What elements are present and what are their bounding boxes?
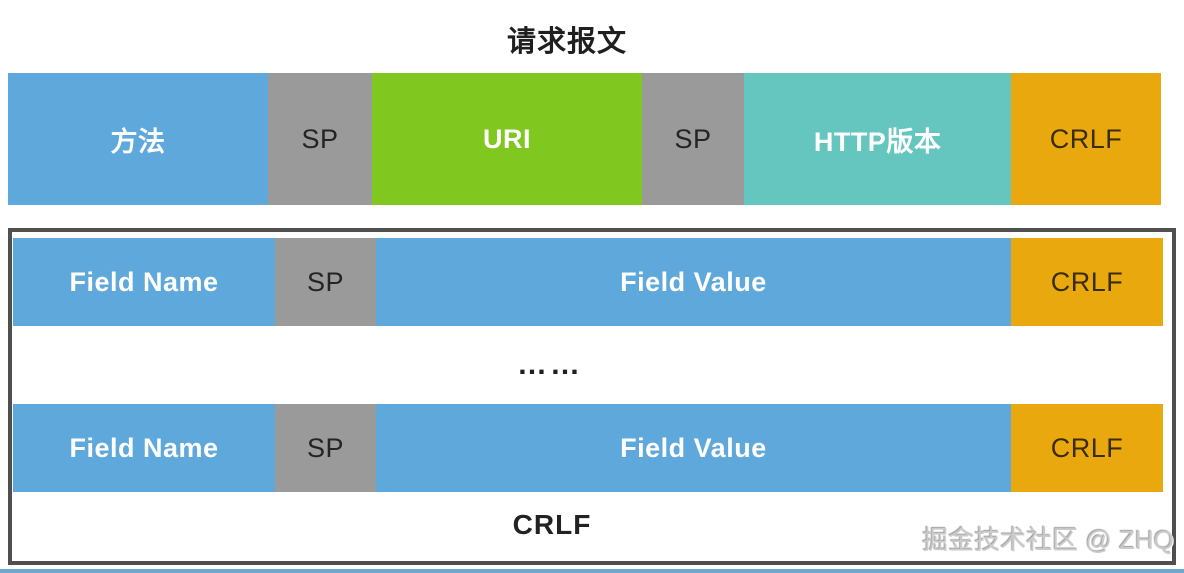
sp-cell: SP <box>274 238 376 326</box>
crlf-cell: CRLF <box>1010 238 1163 326</box>
http-version-cell: HTTP版本 <box>744 73 1012 205</box>
diagram-title: 请求报文 <box>506 26 627 58</box>
header-field-row: Field Name SP Field Value CRLF <box>13 404 1163 492</box>
bottom-accent-bar <box>0 569 1184 573</box>
sp-cell: SP <box>274 404 376 492</box>
field-name-cell: Field Name <box>13 404 275 492</box>
request-line-row: 方法 SP URI SP HTTP版本 CRLF <box>8 73 1161 205</box>
watermark-text: 掘金技术社区 @ ZHQ <box>922 525 1174 555</box>
crlf-cell: CRLF <box>1011 73 1161 205</box>
field-value-cell: Field Value <box>375 238 1011 326</box>
header-fields-box: Field Name SP Field Value CRLF …… Field … <box>8 228 1176 565</box>
field-value-cell: Field Value <box>375 404 1011 492</box>
header-field-row: Field Name SP Field Value CRLF <box>13 238 1163 326</box>
field-name-cell: Field Name <box>13 238 275 326</box>
terminator-crlf-label: CRLF <box>512 509 592 540</box>
crlf-cell: CRLF <box>1010 404 1163 492</box>
uri-cell: URI <box>372 73 643 205</box>
method-cell: 方法 <box>8 73 268 205</box>
sp-cell: SP <box>268 73 372 205</box>
ellipsis-more-headers: …… <box>517 348 583 381</box>
sp-cell: SP <box>642 73 745 205</box>
